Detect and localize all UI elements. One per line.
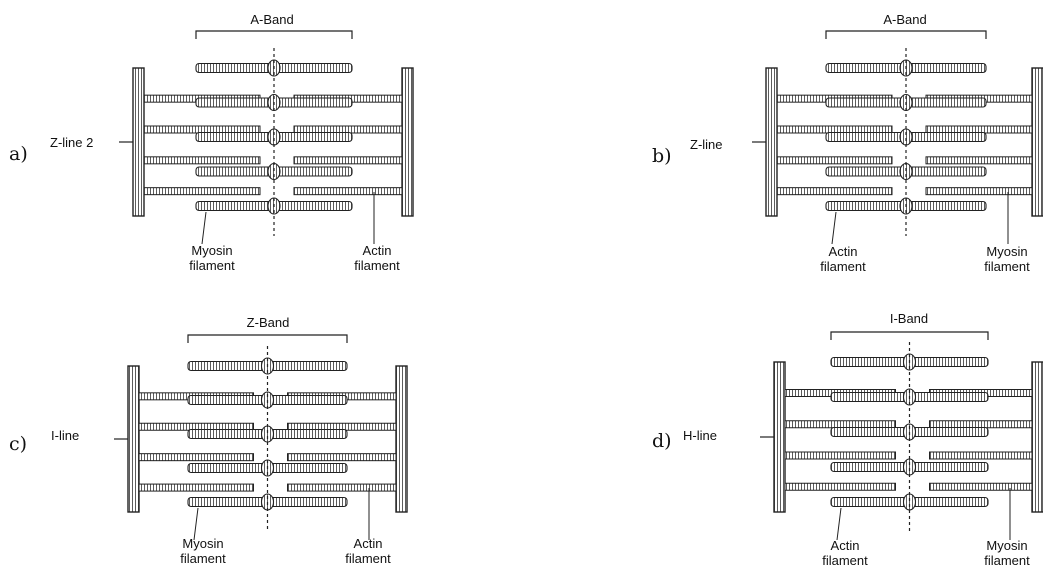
label-pointer-left xyxy=(836,507,842,541)
actin-filament xyxy=(287,483,397,492)
sarcomere-graphic xyxy=(752,30,1043,245)
actin-filament xyxy=(143,187,261,196)
actin-filament xyxy=(784,482,896,491)
m-line-node xyxy=(899,162,913,181)
m-line-node xyxy=(267,162,281,181)
actin-filament xyxy=(143,156,261,165)
band-bracket xyxy=(830,331,989,340)
line-label: H-line xyxy=(683,428,717,443)
option-b-marker: b) xyxy=(652,145,672,167)
actin-filament xyxy=(776,187,893,196)
z-disc-left xyxy=(127,365,140,513)
z-disc-right xyxy=(1031,67,1043,217)
line-label: Z-line xyxy=(690,137,723,152)
label-pointer-left xyxy=(201,211,207,245)
m-line-node xyxy=(902,458,917,476)
z-disc-right xyxy=(395,365,408,513)
m-line-node xyxy=(899,128,913,146)
label-pointer-left xyxy=(193,507,199,541)
actin-filament xyxy=(929,482,1033,491)
z-disc-left xyxy=(765,67,778,217)
actin-filament xyxy=(929,420,1033,429)
option-c-marker: c) xyxy=(9,433,27,455)
band-bracket xyxy=(825,30,987,39)
option-d-marker: d) xyxy=(652,430,672,452)
m-line-node xyxy=(267,128,281,146)
actin-filament xyxy=(925,156,1033,165)
band-label: A-Band xyxy=(883,12,926,27)
actin-filament xyxy=(929,451,1033,460)
actin-filament xyxy=(287,453,397,462)
actin-filament xyxy=(925,187,1033,196)
band-bracket xyxy=(195,30,353,39)
z-disc-right xyxy=(1031,361,1043,513)
band-label: I-Band xyxy=(890,311,928,326)
line-label: I-line xyxy=(51,428,79,443)
m-line-node xyxy=(902,493,917,511)
option-a-marker: a) xyxy=(9,143,28,165)
z-disc-left xyxy=(773,361,786,513)
actin-filament xyxy=(138,483,254,492)
band-label: A-Band xyxy=(250,12,293,27)
line-label: Z-line 2 xyxy=(50,135,93,150)
actin-filament xyxy=(784,451,896,460)
z-disc-left xyxy=(132,67,145,217)
z-disc-right xyxy=(401,67,414,217)
sarcomere-graphic xyxy=(114,334,408,541)
actin-filament xyxy=(784,420,896,429)
band-bracket xyxy=(187,334,348,343)
label-pointer-left xyxy=(831,211,837,245)
actin-filament xyxy=(138,453,254,462)
actin-filament xyxy=(293,156,403,165)
m-line-node xyxy=(260,425,275,443)
sarcomere-graphic xyxy=(760,331,1043,541)
sarcomere-graphic xyxy=(119,30,414,245)
actin-filament xyxy=(293,187,403,196)
actin-filament xyxy=(776,156,893,165)
band-label: Z-Band xyxy=(247,315,290,330)
